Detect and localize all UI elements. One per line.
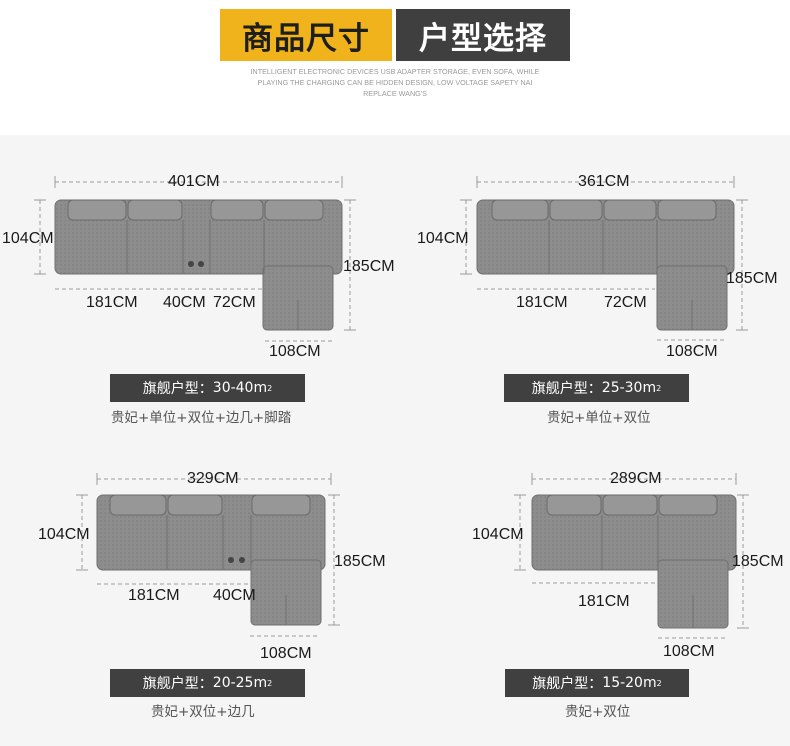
- badge-unit-exponent: 2: [267, 678, 273, 688]
- combo-description: 贵妃+单位+双位: [547, 410, 651, 426]
- segment-label: 181CM: [578, 593, 630, 610]
- chaise-width-label: 108CM: [260, 645, 312, 662]
- badge-unit: m: [253, 380, 268, 396]
- width-label: 401CM: [168, 173, 220, 190]
- badge-unit: m: [642, 675, 657, 691]
- title-product-size: 商品尺寸: [220, 9, 392, 61]
- width-label: 361CM: [578, 173, 630, 190]
- sofa-layout-1: [34, 176, 356, 342]
- length-label: 185CM: [343, 258, 395, 275]
- sofa-layout-2: [460, 176, 748, 341]
- segment-label: 181CM: [516, 294, 568, 311]
- badge-unit-exponent: 2: [656, 678, 662, 688]
- chaise-width-label: 108CM: [666, 343, 718, 360]
- badge-prefix: 旗舰户型：: [142, 676, 213, 692]
- depth-label: 104CM: [38, 526, 90, 543]
- badge-prefix: 旗舰户型：: [532, 676, 603, 692]
- english-tagline: INTELLIGENT ELECTRONIC DEVICES USB ADAPT…: [250, 67, 540, 98]
- sofa-layout-3: [76, 473, 340, 637]
- badge-area: 20-25: [212, 675, 254, 691]
- combo-description: 贵妃+单位+双位+边几+脚踏: [111, 410, 292, 426]
- title-layout-choice: 户型选择: [396, 9, 570, 61]
- badge-unit: m: [642, 380, 657, 396]
- sofa-diagrams: [34, 176, 749, 639]
- segment-label: 72CM: [604, 294, 647, 311]
- segment-label: 72CM: [213, 294, 256, 311]
- badge-unit-exponent: 2: [656, 383, 662, 393]
- segment-label: 40CM: [163, 294, 206, 311]
- badge-unit: m: [253, 675, 268, 691]
- chaise-width-label: 108CM: [269, 343, 321, 360]
- segment-label: 40CM: [213, 587, 256, 604]
- badge-area: 30-40: [212, 380, 254, 396]
- badge-prefix: 旗舰户型：: [142, 381, 213, 397]
- depth-label: 104CM: [2, 230, 54, 247]
- segment-label: 181CM: [128, 587, 180, 604]
- header-banner: 商品尺寸 户型选择 INTELLIGENT ELECTRONIC DEVICES…: [0, 0, 790, 135]
- combo-description: 贵妃+双位+边几: [151, 704, 255, 720]
- combo-description: 贵妃+双位: [565, 704, 631, 720]
- depth-label: 104CM: [417, 230, 469, 247]
- chaise-width-label: 108CM: [663, 643, 715, 660]
- length-label: 185CM: [732, 553, 784, 570]
- length-label: 185CM: [334, 553, 386, 570]
- badge-unit-exponent: 2: [267, 383, 273, 393]
- sofa-layout-4: [514, 473, 749, 639]
- badge-area: 15-20: [602, 675, 643, 691]
- segment-label: 181CM: [86, 294, 138, 311]
- badge-prefix: 旗舰户型：: [531, 381, 602, 397]
- width-label: 329CM: [187, 470, 239, 487]
- badge-area: 25-30: [601, 380, 643, 396]
- length-label: 185CM: [726, 270, 778, 287]
- depth-label: 104CM: [472, 526, 524, 543]
- width-label: 289CM: [610, 470, 662, 487]
